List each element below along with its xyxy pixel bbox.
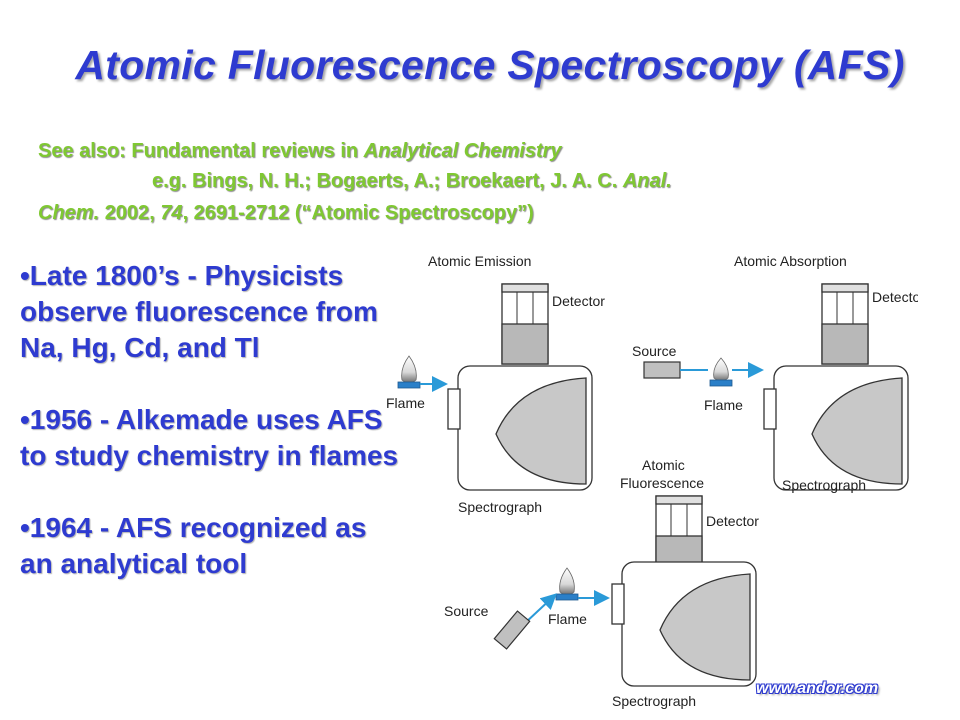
detector-label: Detector: [872, 289, 918, 305]
spectrograph-label: Spectrograph: [612, 693, 696, 709]
reference-line-2: e.g. Bings, N. H.; Bogaerts, A.; Broekae…: [152, 170, 672, 193]
fluorescence-title-line2: Fluorescence: [620, 475, 704, 491]
flame-label: Flame: [386, 395, 425, 411]
fluorescence-apparatus: Atomic Fluorescence Detector Spectrograp…: [444, 457, 759, 709]
spectrograph-label: Spectrograph: [458, 499, 542, 515]
flame-label: Flame: [548, 611, 587, 627]
lamp-source-icon: [493, 610, 531, 650]
spectrograph-icon: [763, 365, 909, 491]
flame-label: Flame: [704, 397, 743, 413]
lamp-source-icon: [643, 361, 681, 379]
detector-icon: [821, 283, 869, 365]
spectrograph-icon: [611, 561, 757, 687]
reference-line-3: Chem. 2002, 74, 2691-2712 (“Atomic Spect…: [38, 202, 534, 225]
reference-authors: e.g. Bings, N. H.; Bogaerts, A.; Broekae…: [152, 170, 623, 192]
slide-title: Atomic Fluorescence Spectroscopy (AFS): [75, 42, 905, 88]
bullet-item: •1956 - Alkemade uses AFS to study chemi…: [20, 404, 399, 471]
reference-year: 2002: [104, 202, 150, 224]
emission-apparatus: Atomic Emission Detector Spectrograph Fl…: [386, 253, 605, 515]
reference-line-1: See also: Fundamental reviews in Analyti…: [38, 140, 562, 163]
spectrograph-label: Spectrograph: [782, 477, 866, 493]
journal-abbrev-cont: Chem.: [38, 202, 100, 224]
source-label: Source: [632, 343, 677, 359]
flame-icon: [397, 355, 421, 389]
journal-abbrev: Anal.: [622, 170, 672, 192]
website-link[interactable]: www.andor.com: [756, 680, 879, 697]
reference-separator: ,: [149, 202, 161, 224]
spectrograph-icon: [447, 365, 593, 491]
bullet-item: •Late 1800’s - Physicists observe fluore…: [20, 260, 378, 363]
bullet-item: •1964 - AFS recognized as an analytical …: [20, 512, 367, 579]
source-label: Source: [444, 603, 489, 619]
detector-icon: [501, 283, 549, 365]
light-beam: [523, 593, 557, 625]
flame-icon: [555, 567, 579, 601]
spectroscopy-diagram: Atomic Emission Detector Spectrograph Fl…: [386, 253, 918, 709]
fluorescence-title-line1: Atomic: [642, 457, 685, 473]
bullet-list: •Late 1800’s - Physicists observe fluore…: [20, 258, 405, 618]
detector-label: Detector: [552, 293, 605, 309]
flame-icon: [709, 357, 733, 387]
journal-name: Analytical Chemistry: [363, 140, 562, 162]
emission-title: Atomic Emission: [428, 253, 531, 269]
reference-volume: 74: [160, 202, 183, 224]
reference-prefix: See also: Fundamental reviews in: [38, 140, 364, 162]
absorption-title: Atomic Absorption: [734, 253, 847, 269]
reference-pages: , 2691-2712 (“Atomic Spectroscopy”): [182, 202, 534, 224]
detector-label: Detector: [706, 513, 759, 529]
absorption-apparatus: Atomic Absorption Detector Spectrograph …: [632, 253, 918, 493]
